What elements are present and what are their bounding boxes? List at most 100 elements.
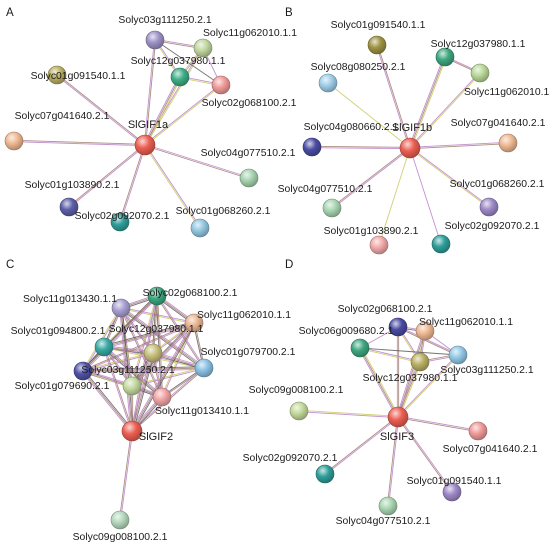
protein-node-d-n5 xyxy=(410,352,430,372)
edge-b-hub-n6 xyxy=(409,141,508,148)
protein-label-b-n6: Solyc07g041640.2.1 xyxy=(451,118,546,129)
edge-c-hub-n4 xyxy=(104,346,134,431)
protein-node-b-n7 xyxy=(322,198,342,218)
protein-label-b-n2: Solyc12g037980.1.1 xyxy=(431,39,526,50)
edge-a-n1-n4 xyxy=(154,39,222,86)
edge-d-hub-n10 xyxy=(386,416,398,506)
panel-a-edges xyxy=(13,38,250,229)
edge-c-n4-n9 xyxy=(102,347,162,399)
protein-label-c-n5: Solyc12g037980.1.1 xyxy=(109,324,204,335)
edge-b-hub-n5 xyxy=(311,147,410,150)
edge-c-n3-n7 xyxy=(83,323,195,373)
edge-c-hub-n3 xyxy=(130,322,194,431)
protein-label-c-n7: Solyc01g079690.2.1 xyxy=(15,381,110,392)
edge-b-hub-n8 xyxy=(410,147,490,207)
protein-node-a-n7 xyxy=(239,168,259,188)
protein-node-b-n8 xyxy=(479,197,499,217)
protein-node-b-n5 xyxy=(302,137,322,157)
protein-label-b-n1: Solyc01g091540.1.1 xyxy=(331,20,426,31)
edge-a-hub-n8 xyxy=(69,145,146,208)
panel-a-nodes: SlGIF1aSolyc03g111250.2.1Solyc11g062010.… xyxy=(4,15,297,238)
edge-c-hub-n3 xyxy=(132,323,196,432)
protein-node-c-n5 xyxy=(143,343,163,363)
edge-a-hub-n3 xyxy=(144,76,181,146)
protein-node-a-n8 xyxy=(59,197,79,217)
protein-label-a-n9: Solyc02g092070.2.1 xyxy=(75,211,170,222)
edge-a-hub-n9 xyxy=(120,145,147,223)
protein-label-a-n6: Solyc07g041640.2.1 xyxy=(15,111,110,122)
protein-label-b-n8: Solyc01g068260.2.1 xyxy=(450,179,545,190)
protein-node-b-n3 xyxy=(318,73,338,93)
edge-c-n3-n7 xyxy=(82,321,194,371)
edge-b-hub-n7 xyxy=(331,147,410,208)
protein-node-c-n3 xyxy=(184,313,204,333)
protein-node-d-n1 xyxy=(388,317,408,337)
edge-d-hub-n6 xyxy=(299,409,399,417)
edge-a-hub-n5 xyxy=(57,74,146,145)
protein-label-a-n5: Solyc01g091540.1.1 xyxy=(31,71,126,82)
protein-label-d-n3: Solyc06g009680.2.1 xyxy=(299,326,394,337)
protein-label-b-n10: Solyc02g092070.2.1 xyxy=(445,221,540,232)
panel-b-edges xyxy=(311,44,509,246)
hub-node-d-hub xyxy=(387,406,409,428)
panel-c-nodes: SlGIF2Solyc11g013430.1.1Solyc02g068100.2… xyxy=(11,286,296,543)
protein-label-b-n7: Solyc04g077510.2.1 xyxy=(278,184,373,195)
edge-d-n3-n4 xyxy=(359,347,459,356)
edge-b-hub-n4 xyxy=(410,73,481,149)
edge-c-n6-n8 xyxy=(132,368,205,388)
protein-node-c-n8 xyxy=(122,376,142,396)
panel-a-network: A SlGIF1aSolyc03g111250.2.1Solyc11g06201… xyxy=(4,7,297,238)
edge-b-hub-n1 xyxy=(375,45,410,149)
protein-label-c-n3: Solyc11g062010.1.1 xyxy=(197,310,291,321)
edge-b-hub-n2 xyxy=(408,56,445,148)
edge-d-n3-n5 xyxy=(360,346,421,362)
panel-letter-c: C xyxy=(6,259,14,271)
protein-label-d-n2: Solyc11g062010.1.1 xyxy=(419,317,513,328)
protein-label-c-n10: Solyc09g008100.2.1 xyxy=(73,532,168,543)
edge-c-hub-n5 xyxy=(130,352,153,431)
edge-d-n1-n4 xyxy=(397,327,458,356)
protein-node-a-n1 xyxy=(145,30,165,50)
edge-c-hub-n3 xyxy=(131,322,195,432)
edge-a-hub-n10 xyxy=(145,144,201,228)
protein-label-d-n5: Solyc12g037980.1.1 xyxy=(363,373,458,384)
panel-d-nodes: SlGIF3Solyc02g068100.2.1Solyc11g062010.1… xyxy=(243,304,538,527)
edge-b-hub-n3 xyxy=(327,82,411,149)
protein-label-c-n4: Solyc01g094800.2.1 xyxy=(11,326,106,337)
edge-d-hub-n9 xyxy=(397,417,452,493)
protein-node-c-n4 xyxy=(94,337,114,357)
edge-c-hub-n2 xyxy=(130,295,157,431)
edge-a-hub-n6 xyxy=(13,141,145,147)
edge-d-hub-n3 xyxy=(359,347,399,418)
edge-c-hub-n4 xyxy=(102,347,132,432)
panel-letter-b: B xyxy=(285,7,293,19)
protein-label-a-n2: Solyc11g062010.1.1 xyxy=(203,28,297,39)
panel-letter-a: A xyxy=(6,7,14,19)
protein-node-a-n6 xyxy=(4,131,24,151)
edge-d-hub-n3 xyxy=(360,347,400,417)
protein-node-c-n10 xyxy=(110,510,130,530)
edge-a-hub-n9 xyxy=(118,144,145,222)
edge-c-hub-n7 xyxy=(82,370,133,432)
protein-node-b-n10 xyxy=(431,234,451,254)
protein-node-c-n9 xyxy=(152,387,172,407)
edge-d-hub-n4 xyxy=(398,355,459,418)
protein-label-a-n10: Solyc01g068260.2.1 xyxy=(176,206,271,217)
edge-d-n3-n5 xyxy=(359,348,420,364)
edge-b-hub-n6 xyxy=(410,143,509,150)
protein-node-b-n2 xyxy=(435,47,455,67)
panel-letter-d: D xyxy=(285,259,293,271)
edge-d-hub-n6 xyxy=(298,411,398,419)
edge-c-hub-n1 xyxy=(119,308,132,432)
edge-a-hub-n2 xyxy=(145,48,204,146)
protein-label-d-n10: Solyc04g077510.2.1 xyxy=(336,516,431,527)
protein-node-b-n1 xyxy=(367,35,387,55)
hub-node-a-hub xyxy=(134,134,156,156)
edge-b-hub-n4 xyxy=(409,72,480,148)
edge-b-hub-n8 xyxy=(409,148,489,208)
protein-node-a-n5 xyxy=(47,65,67,85)
edge-a-hub-n10 xyxy=(144,145,200,229)
edge-c-hub-n1 xyxy=(120,307,133,432)
edge-c-n3-n8 xyxy=(132,323,196,388)
